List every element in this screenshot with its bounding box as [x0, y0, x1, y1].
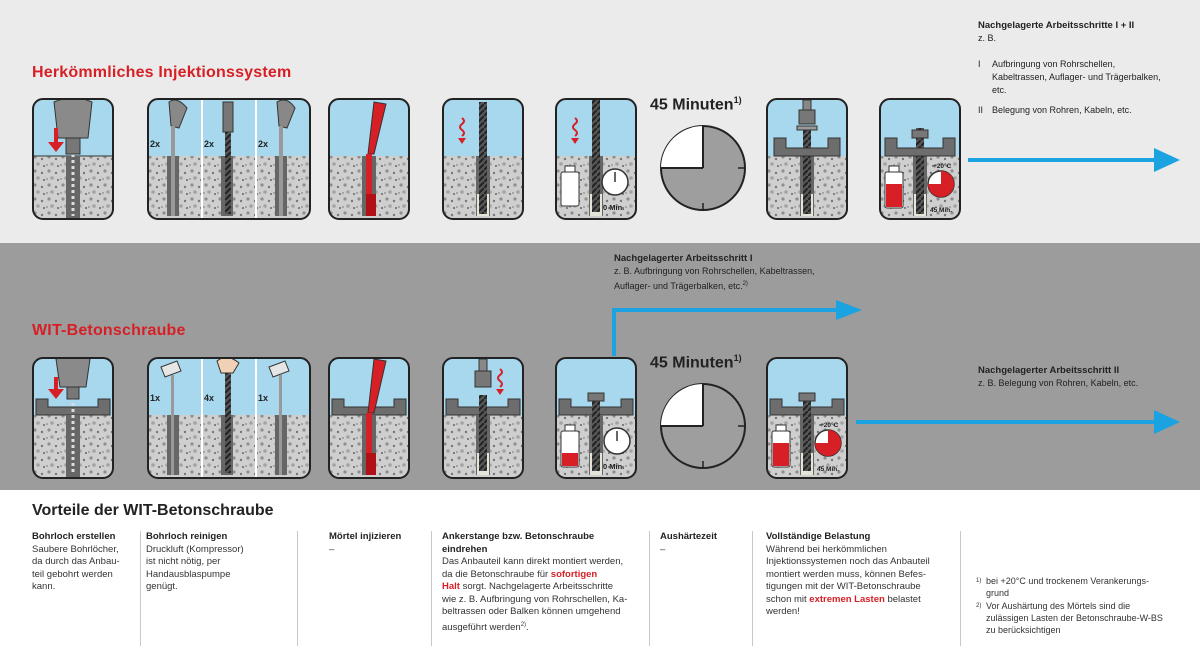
label-4x: 4x — [204, 393, 214, 403]
label-45min-mid: 45 Min. — [817, 466, 839, 473]
label-2x-a: 2x — [150, 139, 160, 149]
column-divider — [649, 531, 650, 646]
column-divider — [960, 531, 961, 646]
cure-time-label-mid: 45 Minuten1) — [650, 353, 742, 372]
step-clean-conventional: 2x 2x 2x — [147, 98, 311, 220]
step-zero-load-conventional: 0 Min. — [555, 98, 637, 220]
label-1x-a: 1x — [150, 393, 160, 403]
advantage-cure: Aushärtezeit – — [660, 531, 718, 555]
arrow-icon-mid — [856, 410, 1180, 434]
step-drill-wit — [32, 357, 114, 479]
label-2x-c: 2x — [258, 139, 268, 149]
label-2x-b: 2x — [204, 139, 214, 149]
label-zero-min-mid: 0 Min. — [603, 462, 624, 471]
step-mount-conventional — [766, 98, 848, 220]
wit-title: WIT-Betonschraube — [32, 322, 186, 339]
step-rod-conventional — [442, 98, 524, 220]
conventional-title: Herkömmliches Injektionssystem — [32, 64, 292, 81]
advantage-screw: Ankerstange bzw. Betonschraube eindrehen… — [442, 531, 628, 633]
footnotes: 1) bei +20°C und trockenem Verankerungs-… — [976, 576, 1163, 635]
label-temp-mid: +20°C — [820, 421, 839, 429]
cure-time-label-top: 45 Minuten1) — [650, 95, 742, 114]
column-divider — [140, 531, 141, 646]
clock-icon-mid — [658, 381, 748, 471]
step-screw-wit — [442, 357, 524, 479]
column-divider — [431, 531, 432, 646]
clock-icon-top — [658, 123, 748, 213]
arrow-icon-elbow — [612, 300, 862, 356]
advantage-clean: Bohrloch reinigen Druckluft (Kompressor)… — [146, 531, 244, 592]
column-divider — [752, 531, 753, 646]
followup-note-mid-2: Nachgelagerter Arbeitsschritt II z. B. B… — [978, 365, 1139, 388]
step-drill-conventional — [32, 98, 114, 220]
step-inject-wit — [328, 357, 410, 479]
step-inject-conventional — [328, 98, 410, 220]
step-full-load-conventional: +20°C 45 Min. — [879, 98, 961, 220]
step-zero-load-wit: 0 Min. — [555, 357, 637, 479]
advantages-title: Vorteile der WIT-Betonschraube — [32, 502, 274, 519]
advantage-drill: Bohrloch erstellen Saubere Bohrlöcher, d… — [32, 531, 120, 592]
label-1x-b: 1x — [258, 393, 268, 403]
column-divider — [297, 531, 298, 646]
step-clean-wit: 1x 4x 1x — [147, 357, 311, 479]
advantage-full-load: Vollständige Belastung Während bei herkö… — [766, 531, 930, 617]
followup-note-top: Nachgelagerte Arbeitsschritte I + II z. … — [978, 20, 1161, 115]
advantages-band — [0, 490, 1200, 653]
label-zero-min-top: 0 Min. — [603, 203, 624, 212]
followup-note-mid-1: Nachgelagerter Arbeitsschritt I z. B. Au… — [614, 253, 815, 291]
label-temp-top: +20°C — [933, 162, 952, 170]
advantage-inject: Mörtel injizieren – — [329, 531, 402, 555]
arrow-icon-top — [968, 148, 1180, 172]
label-45min-top: 45 Min. — [930, 207, 952, 214]
step-full-load-wit: +20°C 45 Min. — [766, 357, 848, 479]
